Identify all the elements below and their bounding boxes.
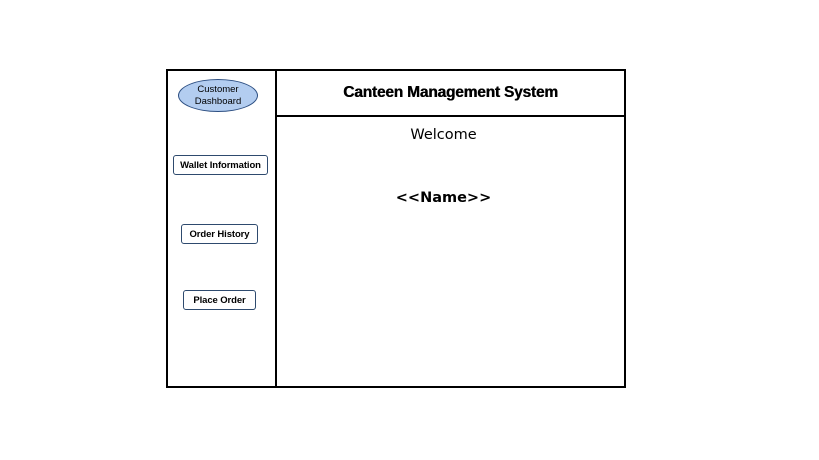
main-panel: Canteen Management System Welcome <<Name… [277, 71, 624, 386]
customer-name: <<Name>> [395, 190, 492, 206]
customer-dashboard-badge: Customer Dashboard [178, 79, 258, 112]
header: Canteen Management System [277, 71, 624, 117]
order-history-button[interactable]: Order History [181, 224, 258, 244]
page-title: Canteen Management System [343, 84, 558, 101]
wallet-information-button[interactable]: Wallet Information [173, 155, 268, 175]
customer-dashboard-label: Customer Dashboard [194, 83, 242, 107]
place-order-button[interactable]: Place Order [183, 290, 256, 310]
welcome-text: Welcome [410, 127, 477, 143]
sidebar: Customer Dashboard Wallet Information Or… [168, 71, 277, 386]
app-frame: Customer Dashboard Wallet Information Or… [166, 69, 626, 388]
